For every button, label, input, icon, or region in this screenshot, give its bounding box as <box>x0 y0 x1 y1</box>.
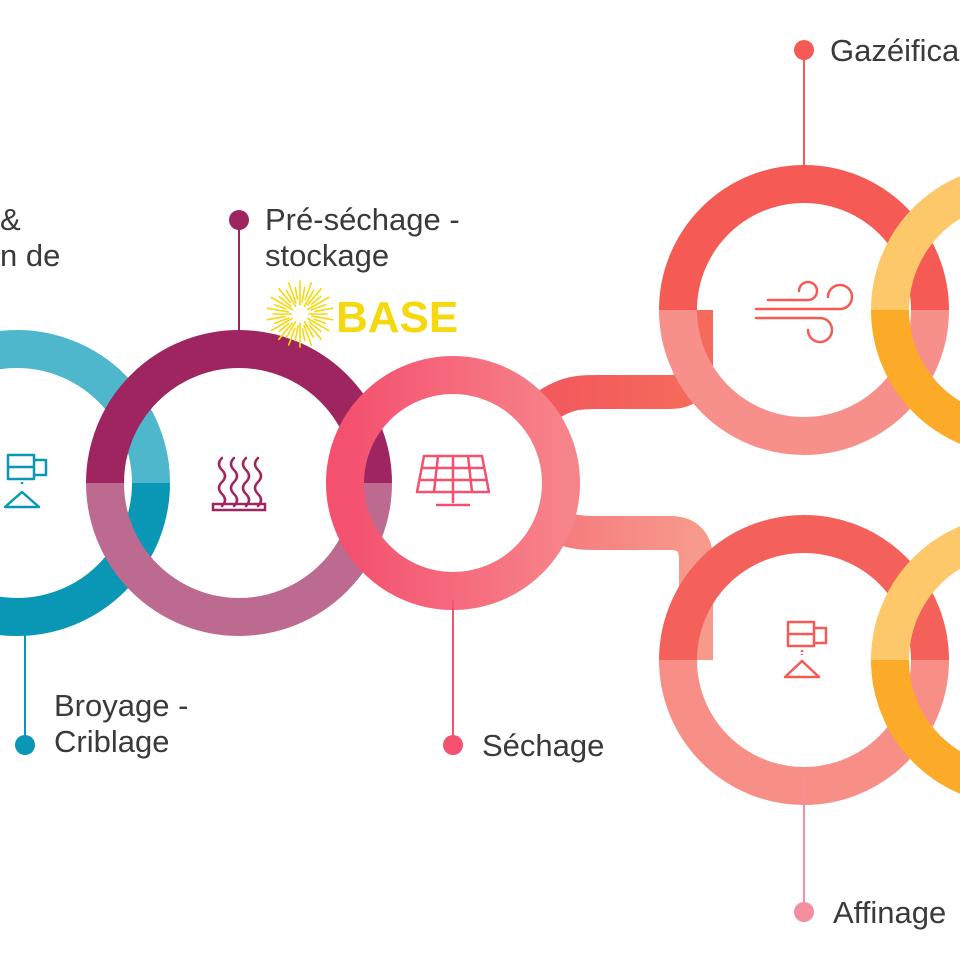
logo-ray <box>306 287 323 306</box>
logo-ray <box>277 287 292 304</box>
logo-ray <box>278 322 290 333</box>
heat-waves-icon <box>211 456 267 512</box>
ring-amber-lower <box>871 526 960 794</box>
logo-ray <box>313 318 327 325</box>
logo-ray <box>287 327 296 346</box>
leader-grinding <box>15 602 35 755</box>
logo-ray <box>303 289 315 308</box>
leader-predrying <box>229 210 249 355</box>
label-grinding: Broyage - Criblage <box>54 688 189 759</box>
solar-panel-icon <box>415 454 491 507</box>
logo-ray <box>310 295 322 306</box>
logo-ray <box>310 303 327 311</box>
base-logo-burst <box>266 280 334 348</box>
logo-ray <box>287 282 297 304</box>
logo-ray <box>266 315 287 321</box>
logo-ray <box>278 295 292 308</box>
logo-ray <box>308 320 322 333</box>
base-logo-text: BASE <box>336 293 458 342</box>
marker-dot-refining <box>794 902 814 922</box>
logo-ray <box>266 307 290 313</box>
leader-gasification <box>794 40 814 186</box>
label-gasification: Gazéifica <box>830 33 960 68</box>
marker-dot-drying <box>443 735 463 755</box>
marker-dot-gasification <box>794 40 814 60</box>
ring-drying <box>326 356 580 610</box>
grinder-icon <box>3 453 48 509</box>
logo-ray <box>308 324 323 341</box>
logo-ray <box>273 303 287 310</box>
logo-ray <box>285 289 297 308</box>
logo-ray <box>277 322 294 341</box>
logo-ray <box>306 317 330 332</box>
logo-ray <box>303 320 315 339</box>
leader-drying <box>443 600 463 755</box>
label-drying: Séchage <box>482 728 605 763</box>
logo-ray <box>301 327 306 342</box>
leader-refining <box>794 780 814 922</box>
label-partial-left: & n de <box>0 202 61 273</box>
logo-ray <box>294 286 299 301</box>
wind-icon <box>754 280 854 344</box>
label-refining: Affinage <box>833 895 947 930</box>
logo-ray <box>304 282 313 301</box>
logo-ray <box>270 317 294 332</box>
logo-ray <box>301 286 306 304</box>
label-pre-drying: Pré-séchage - stockage <box>265 202 460 273</box>
grinder-icon <box>783 620 828 679</box>
marker-dot-predrying <box>229 210 249 230</box>
logo-ray <box>306 296 330 311</box>
logo-ray <box>313 307 334 313</box>
logo-ray <box>273 317 290 325</box>
logo-ray <box>285 320 297 339</box>
marker-dot-grinding <box>15 735 35 755</box>
ring-amber-upper <box>871 176 960 444</box>
logo-ray <box>310 315 334 321</box>
logo-ray <box>294 324 299 342</box>
logo-ray <box>303 324 313 346</box>
logo-ray <box>270 296 294 311</box>
